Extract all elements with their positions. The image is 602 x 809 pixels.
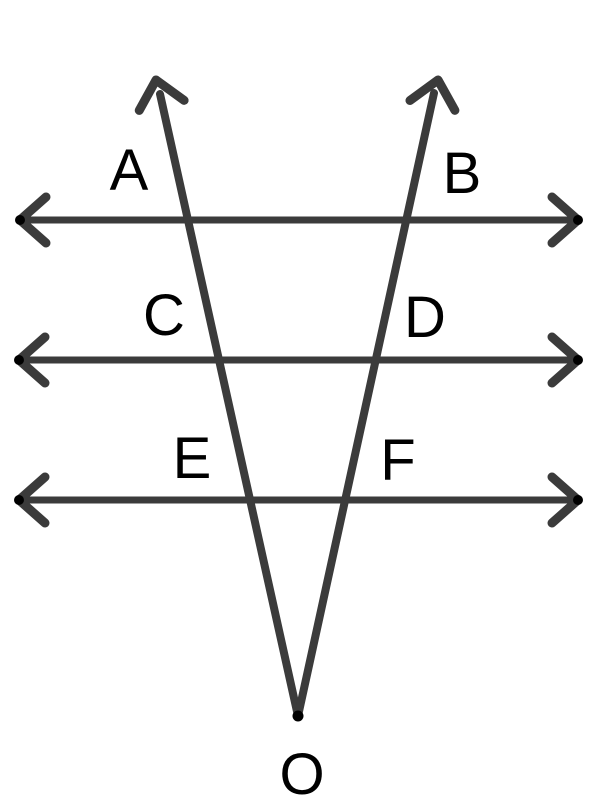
label-F: F <box>380 428 415 493</box>
label-O: O <box>279 742 324 807</box>
dot-line1-right <box>573 215 583 225</box>
arrowhead-ray-left-icon <box>134 75 189 115</box>
dot-line3-right <box>573 495 583 505</box>
dot-line2-right <box>573 355 583 365</box>
line-shafts <box>21 89 576 720</box>
dot-line2-left <box>14 355 24 365</box>
label-A: A <box>110 138 149 203</box>
endpoint-dots <box>14 215 583 722</box>
label-B: B <box>443 141 482 206</box>
dot-line1-left <box>15 215 25 225</box>
dot-line3-left <box>14 495 24 505</box>
arrowhead-ray-right-icon <box>405 75 460 115</box>
ray-O-right <box>294 89 438 720</box>
arrowheads <box>14 75 583 528</box>
label-E: E <box>173 426 212 491</box>
label-C: C <box>143 283 185 348</box>
point-labels: A B C D E F O <box>110 138 482 807</box>
dot-vertex-O <box>292 710 304 722</box>
ray-O-left <box>156 90 302 720</box>
label-D: D <box>404 285 446 350</box>
